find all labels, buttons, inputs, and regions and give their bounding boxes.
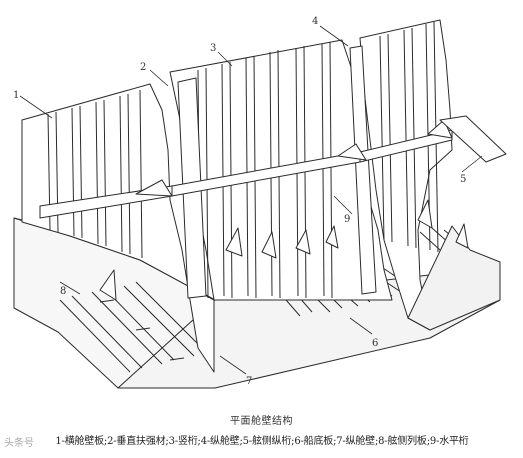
bottom-longitudinals-front — [59, 281, 207, 373]
callout-6: 6 — [372, 338, 378, 349]
callout-4: 4 — [312, 16, 318, 27]
figure-legend: 1-横舱壁板;2-垂直扶强材;3-竖桁;4-纵舱壁;5-舷侧纵桁;6-船底板;7… — [55, 436, 469, 447]
callout-9: 9 — [344, 214, 350, 225]
callout-8: 8 — [60, 286, 66, 297]
watermark: 头条号 — [4, 438, 34, 449]
callout-1: 1 — [13, 90, 19, 101]
longitudinal-bulkhead-plate — [407, 225, 501, 331]
figure-title: 平面舱壁结构 — [230, 416, 293, 427]
bottom-brackets — [99, 199, 469, 301]
callout-7: 7 — [246, 376, 252, 387]
callout-3: 3 — [210, 43, 216, 54]
transverse-bulkhead-plate-left — [21, 83, 215, 373]
side-stringer — [439, 115, 507, 163]
callout-5: 5 — [460, 174, 466, 185]
leader-lines — [19, 25, 483, 375]
callout-2: 2 — [140, 62, 146, 73]
horizontal-girder — [39, 119, 453, 219]
